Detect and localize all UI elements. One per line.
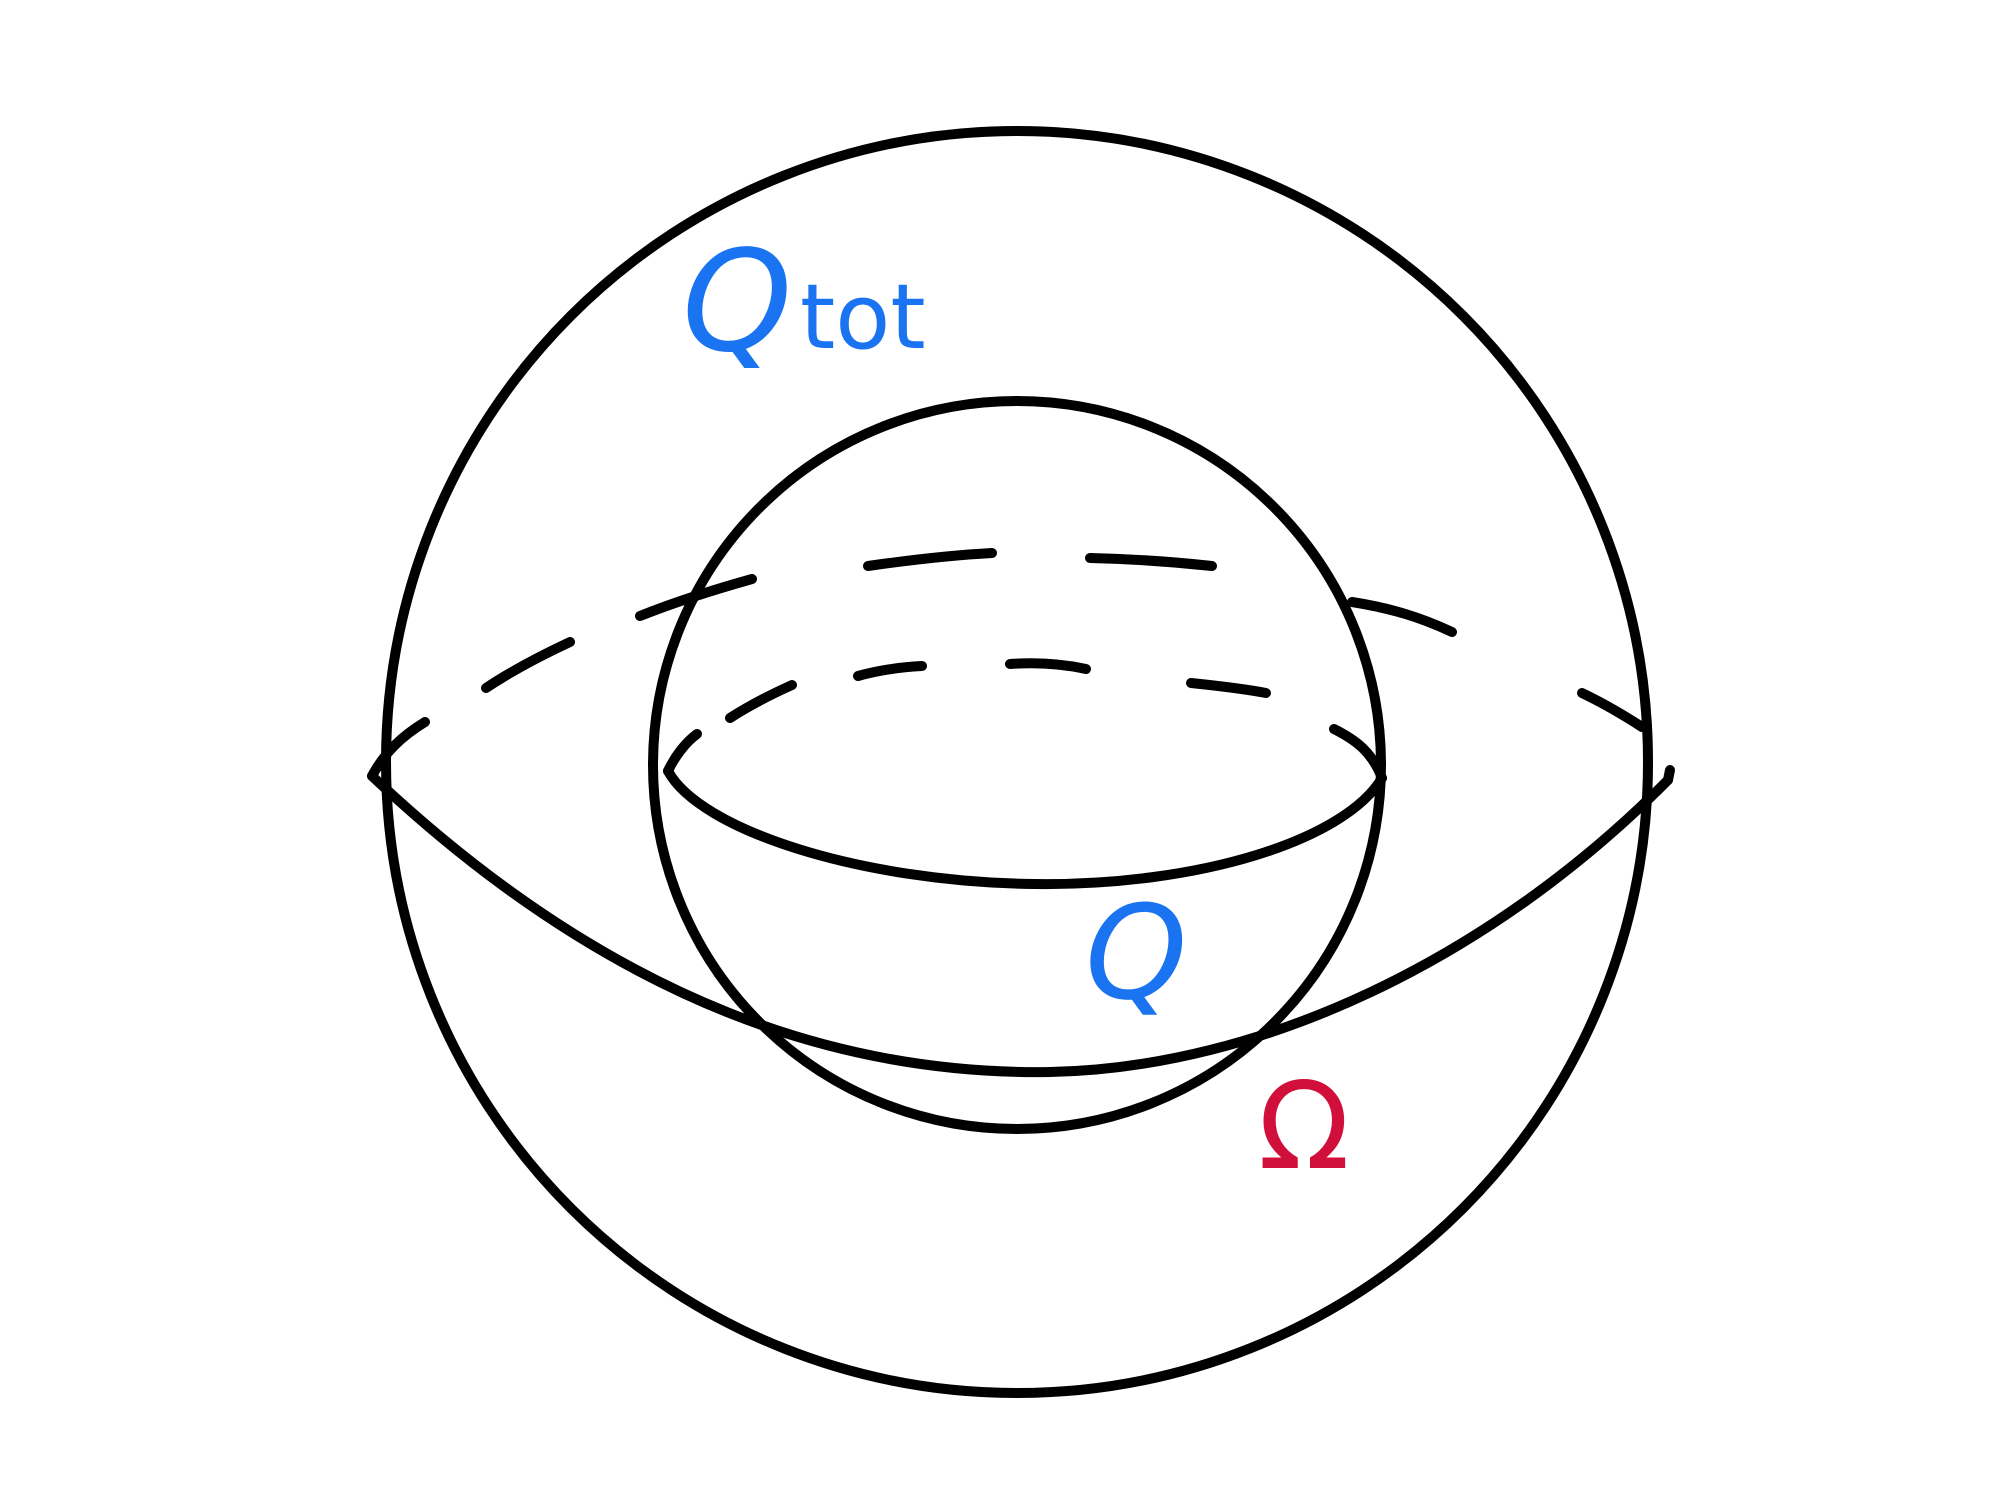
outer-equator-front — [367, 771, 1673, 1078]
inner-charge-label: Q — [1085, 877, 1187, 1029]
inner-equator-right-tip — [1329, 724, 1387, 783]
outer-equator-right-tip — [1663, 765, 1675, 785]
inner-sphere — [648, 396, 1386, 1134]
outer-sphere — [381, 126, 1653, 1398]
inner-equator-back-dashes — [725, 658, 1271, 723]
inner-equator-front — [663, 766, 1387, 890]
inner-equator-left-tip — [663, 729, 702, 776]
region-omega-label: Ω — [1258, 1058, 1350, 1197]
outer-equator-left-tip — [367, 717, 430, 781]
outer-equator-back-dashes — [481, 548, 1647, 732]
outer-charge-label: Q tot — [682, 221, 926, 384]
outer-charge-subscript: tot — [800, 265, 926, 370]
outer-charge-symbol: Q — [682, 221, 792, 384]
